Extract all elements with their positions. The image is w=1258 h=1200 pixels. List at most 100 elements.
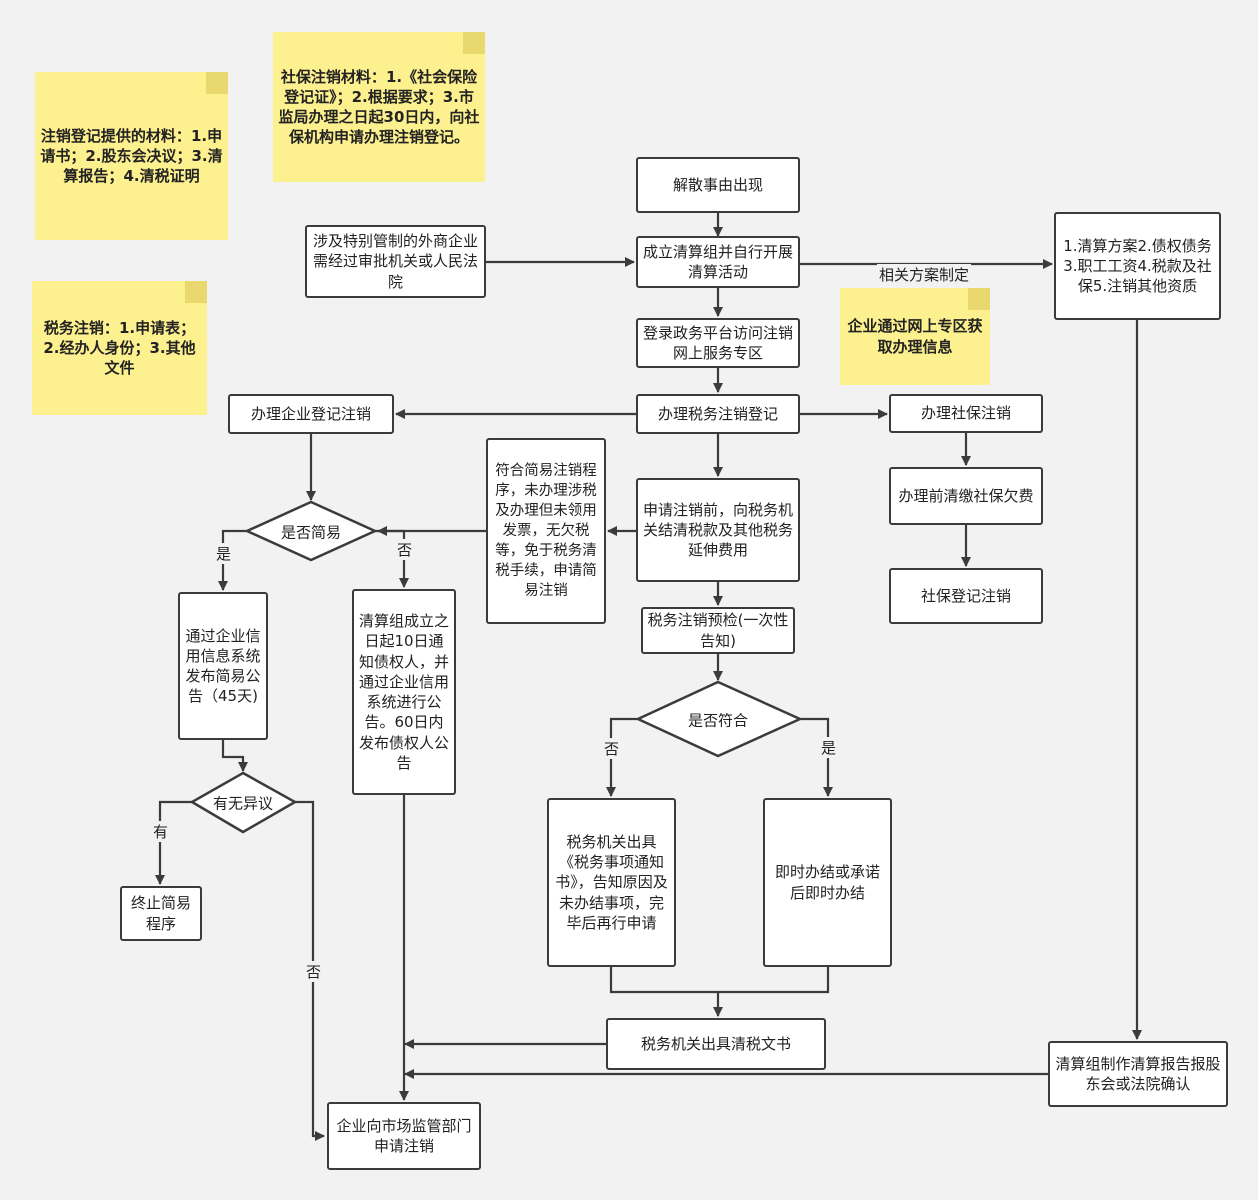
text-line: 税务注销： <box>43 318 119 337</box>
edge-label-plan-made: 相关方案制定 <box>877 264 972 285</box>
text-line: 10日通知 <box>358 632 444 671</box>
text-line: 登录政务平台访问 <box>642 323 763 342</box>
text-line: 企业通过网上专 <box>847 317 953 336</box>
text-line: 《税务事项通 <box>558 853 649 872</box>
diamond-is-simple <box>243 500 379 562</box>
arrow-compliant-no <box>606 717 638 797</box>
box-liquidation-group: 成立清算组并自行开展清算活动 <box>636 236 800 288</box>
text-line: 4.清税证明 <box>123 167 200 186</box>
note-text: 注销登记提供的材料：1.申请书；2.股东会决议；3.清算报告；4.清税证明 <box>39 126 224 187</box>
text-line: 3.清算报告； <box>63 146 223 186</box>
note-text: 税务注销：1.申请表；2.经办人身份；3.其他文件 <box>36 318 203 379</box>
text-line: 销程序，未 <box>495 463 597 499</box>
text-line: 知书》，告知 <box>555 853 665 892</box>
edge-label-no-objection: 否 <box>304 961 324 982</box>
text-line: 1.申请表； <box>118 318 196 337</box>
text-line: 其他税务延伸费用 <box>687 520 794 560</box>
box-dissolution: 解散事由出现 <box>636 157 800 213</box>
box-creditor-notice: 清算组成立之日起10日通知债权人，并通过企业信用系统进行公告。60日内发布债权人… <box>352 589 456 795</box>
text-line: 区获取办理信息 <box>877 317 983 356</box>
note-fold-icon <box>206 72 228 94</box>
note-fold-icon <box>185 281 207 303</box>
text-line: 4.税款及社保 <box>1077 256 1212 296</box>
diamond-label-is-simple: 是否简易 <box>280 523 342 542</box>
text-line: 告（45 <box>188 687 238 706</box>
text-line: 通过企 <box>185 626 231 645</box>
text-line: 业信用 <box>185 626 261 665</box>
text-line: 税务注销预检 <box>647 611 738 630</box>
diamond-compliant <box>635 680 804 758</box>
box-plan-items: 1.清算方案2.债权债务3.职工工资4.税款及社保5.注销其他资质 <box>1054 212 1221 320</box>
note-text: 社保注销材料：1.《社会保险登记证》；2.根据要求；3.市监局办理之日起30日内… <box>277 67 481 148</box>
text-line: 企业向市场监管 <box>336 1116 442 1135</box>
box-tax-notice-doc: 税务机关出具《税务事项通知书》，告知原因及未办结事项，完毕后再行申请 <box>547 798 676 967</box>
text-line: 再行申请 <box>596 913 657 932</box>
text-line: 税务机关出具 <box>566 832 657 851</box>
text-line: 企业需经过审批机关 <box>312 232 479 271</box>
text-line: 立之日起 <box>364 612 450 651</box>
text-line: 简易公 <box>215 667 261 685</box>
text-line: 1.申请书； <box>40 126 223 165</box>
note-tax-deregistration: 税务注销：1.申请表；2.经办人身份；3.其他文件 <box>32 281 207 415</box>
arrow-objection-yes <box>155 800 192 885</box>
text-line: 3.职工工资 <box>1063 256 1138 275</box>
text-line: 信息系 <box>200 646 246 665</box>
text-line: 办理企业登记注销 <box>250 404 371 423</box>
text-line: 业信用系 <box>366 672 450 711</box>
text-line: 欠税等，免 <box>495 523 590 559</box>
box-terminate-simple: 终止简易程序 <box>120 886 202 941</box>
text-line: 并通过企 <box>358 652 450 691</box>
text-line: 告。60日 <box>364 713 429 732</box>
text-line: 2.根据要求； <box>351 87 443 106</box>
text-line: 涉及特别管制的外商 <box>312 232 448 251</box>
box-liquidation-report: 清算组制作清算报告报股东会或法院确认 <box>1048 1041 1228 1107</box>
box-publish-simple-notice: 通过企业信用信息系统发布简易公告（45天) <box>178 592 268 740</box>
edge-label-no-compliant: 否 <box>602 738 622 759</box>
text-line: 社保登记注销 <box>920 586 1011 605</box>
text-line: 部门申请注销 <box>373 1116 472 1155</box>
text-line: 欠费 <box>1003 486 1034 505</box>
text-line: 简易注销 <box>524 563 597 599</box>
text-line: 办理但未领 <box>509 503 583 519</box>
text-line: 诺后即时办结 <box>789 863 881 902</box>
text-line: 手续，申请 <box>509 563 583 579</box>
edge-label-yes-simple: 是 <box>214 543 234 564</box>
text-line: 成立清算组并自行 <box>642 242 763 261</box>
box-tax-precheck: 税务注销预检(一次性告知) <box>641 607 795 654</box>
note-fold-icon <box>463 32 485 54</box>
diamond-objection <box>189 771 298 834</box>
text-line: 开展清算活动 <box>687 242 794 281</box>
arrow-issimple-yes <box>218 529 248 591</box>
box-social-dereg-done: 社保登记注销 <box>889 568 1043 624</box>
text-line: 1.清算方案 <box>1063 236 1138 255</box>
box-simple-criteria: 符合简易注销程序，未办理涉税及办理但未领用发票，无欠税等，免于税务清税手续，申请… <box>486 438 606 624</box>
text-line: 税务机关出具清税文书 <box>640 1034 791 1053</box>
note-text: 企业通过网上专区获取办理信息 <box>844 316 986 357</box>
text-line: 终止简 <box>130 894 176 913</box>
arrow-issimple-no <box>375 529 409 588</box>
text-line: 债权人， <box>373 652 434 671</box>
diamond-label-objection: 有无异议 <box>212 794 274 813</box>
text-line: 统进行公 <box>381 693 442 711</box>
text-line: 解散事由出现 <box>672 175 763 194</box>
text-line: 天) <box>237 687 258 706</box>
line-merge <box>609 967 830 994</box>
text-line: 务机关结清税款及 <box>642 500 794 539</box>
box-apply-market: 企业向市场监管部门申请注销 <box>327 1102 481 1170</box>
text-line: 办理社保注销 <box>920 404 1011 423</box>
text-line: 于税务清税 <box>495 543 597 579</box>
text-line: 社保注销材料： <box>280 67 386 86</box>
diamond-label-compliant: 是否符合 <box>687 711 749 730</box>
note-online-zone: 企业通过网上专区获取办理信息 <box>840 288 990 385</box>
box-tax-deregistration: 办理税务注销登记 <box>636 394 800 434</box>
text-line: 注销登记。 <box>394 128 470 147</box>
text-line: 申请注销前，向税 <box>642 500 763 519</box>
edge-label-has-objection: 有 <box>151 821 171 842</box>
text-line: 办理税务注销登记 <box>657 404 778 423</box>
text-line: 符合简易注 <box>495 463 568 479</box>
text-line: 办理涉税及 <box>495 483 597 519</box>
box-special-control: 涉及特别管制的外商企业需经过审批机关或人民法院 <box>305 225 486 298</box>
text-line: 或人民法院 <box>387 252 479 291</box>
text-line: 2.债权债务 <box>1137 236 1212 255</box>
